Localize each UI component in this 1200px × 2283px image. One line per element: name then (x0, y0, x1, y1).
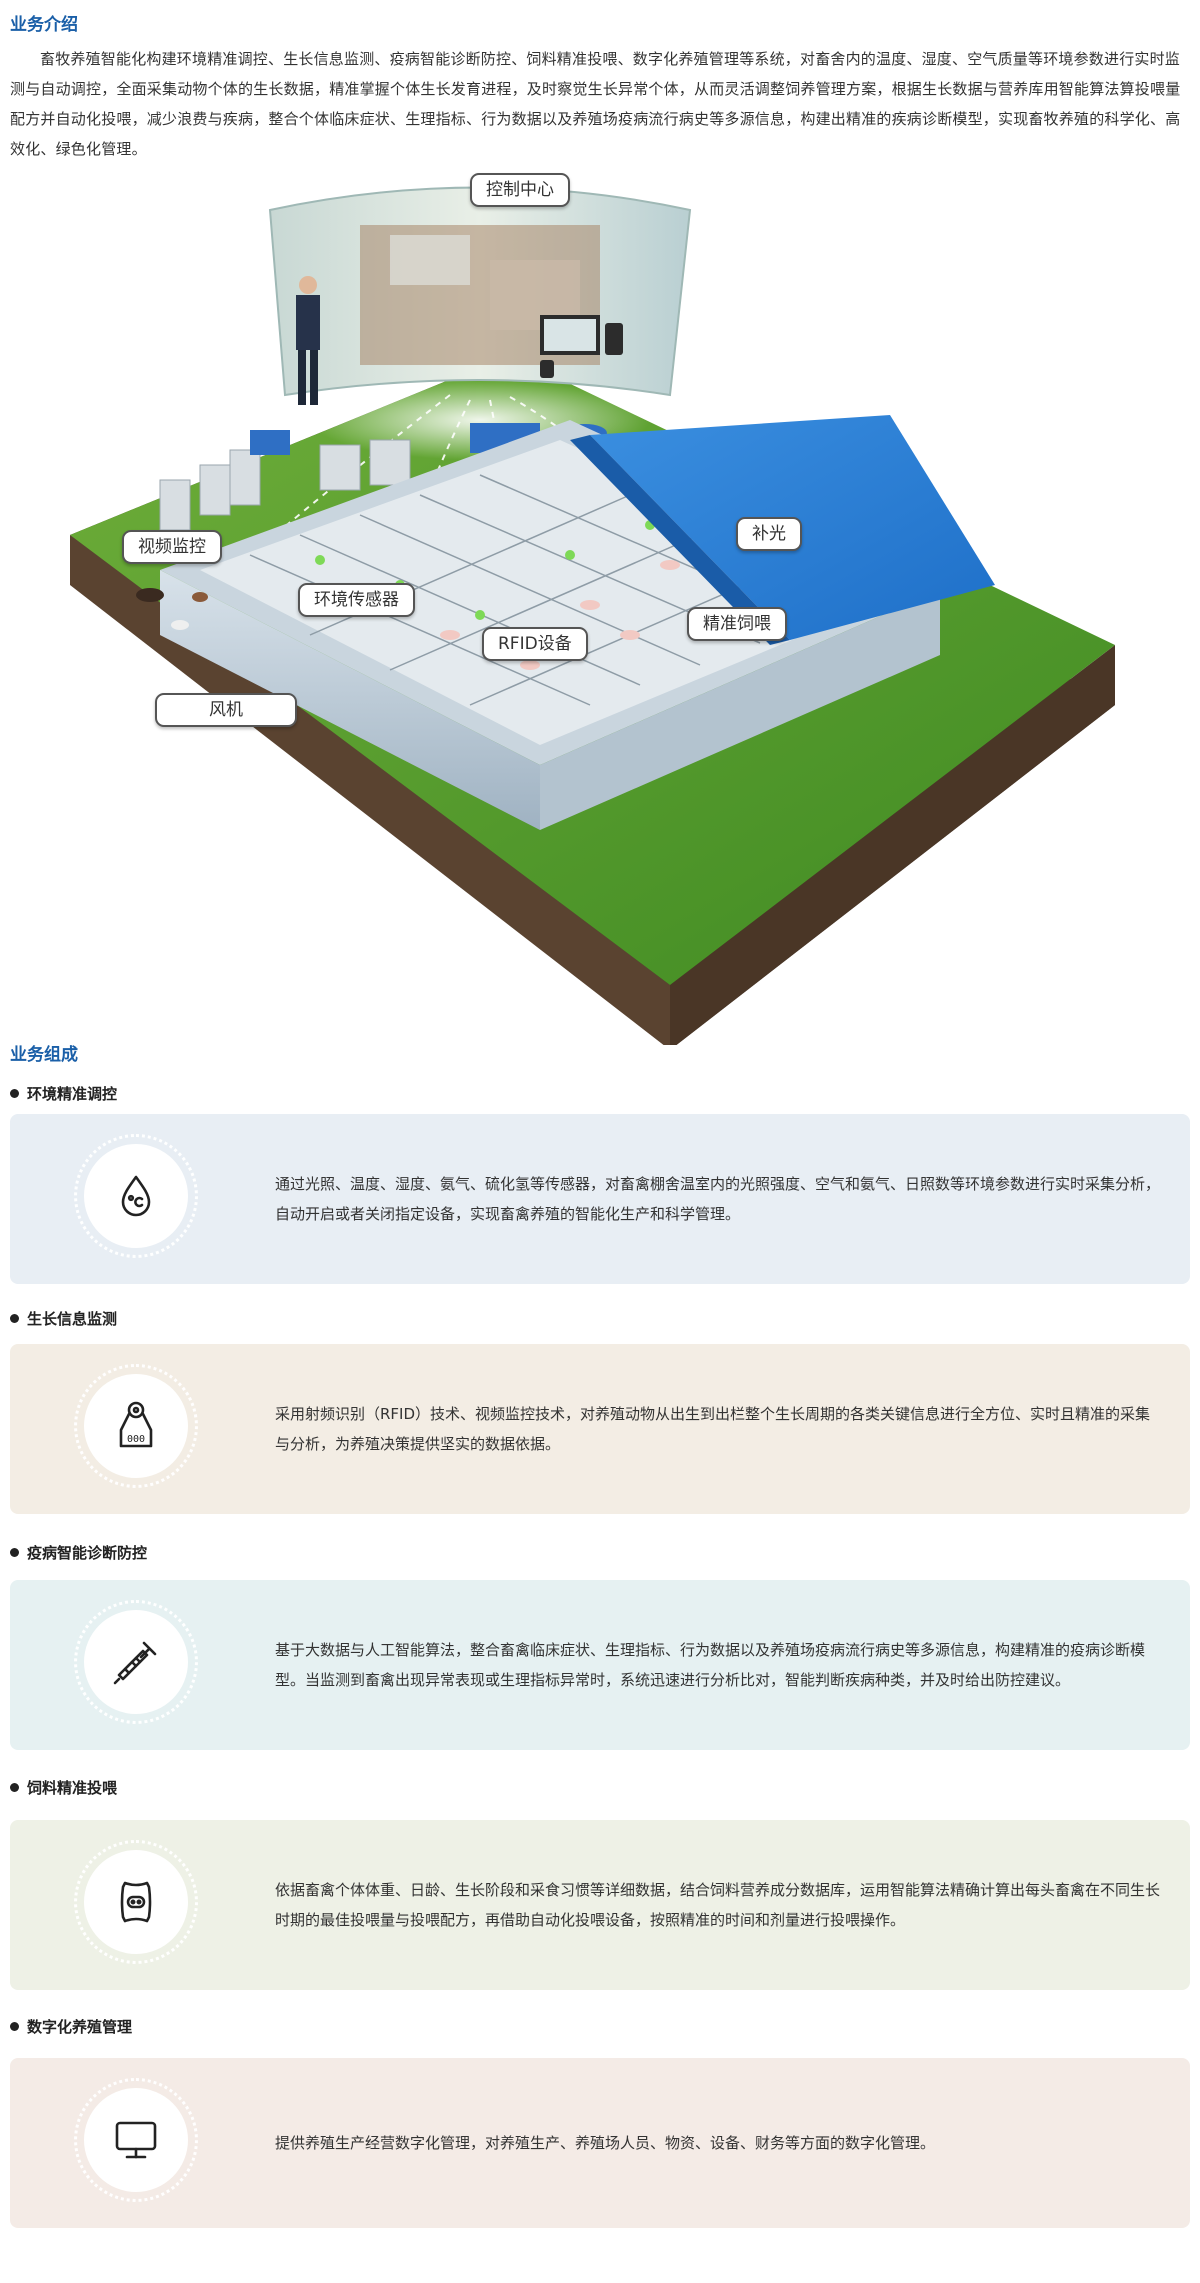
callout-control-center: 控制中心 (470, 173, 570, 207)
component-heading-environment: 环境精准调控 (10, 1083, 117, 1104)
component-heading-digital: 数字化养殖管理 (10, 2016, 132, 2037)
intro-paragraph: 畜牧养殖智能化构建环境精准调控、生长信息监测、疫病智能诊断防控、饲料精准投喂、数… (10, 50, 1181, 158)
callout-video-monitoring: 视频监控 (122, 530, 222, 564)
component-card-growth: 000 采用射频识别（RFID）技术、视频监控技术，对养殖动物从出生到出栏整个生… (10, 1344, 1190, 1514)
component-card-environment: 通过光照、温度、湿度、氨气、硫化氢等传感器，对畜禽棚舍温室内的光照强度、空气和氨… (10, 1114, 1190, 1284)
icon-ring (74, 1600, 198, 1724)
component-heading-growth: 生长信息监测 (10, 1308, 117, 1329)
component-heading-feeding: 饲料精准投喂 (10, 1777, 117, 1798)
bullet-dot (10, 1314, 19, 1323)
component-card-digital: 提供养殖生产经营数字化管理，对养殖生产、养殖场人员、物资、设备、财务等方面的数字… (10, 2058, 1190, 2228)
icon-ring (74, 1840, 198, 1964)
component-card-disease: 基于大数据与人工智能算法，整合畜禽临床症状、生理指标、行为数据以及养殖场疫病流行… (10, 1580, 1190, 1750)
callout-environment-sensor: 环境传感器 (298, 583, 415, 617)
component-heading-label: 数字化养殖管理 (27, 2018, 133, 2036)
components-title: 业务组成 (10, 1045, 78, 1065)
component-heading-label: 饲料精准投喂 (27, 1779, 118, 1797)
farm-illustration: 控制中心 视频监控 环境传感器 RFID设备 精准饲喂 补光 风机 (70, 165, 1130, 1045)
component-heading-disease: 疫病智能诊断防控 (10, 1542, 147, 1563)
icon-ring (74, 2078, 198, 2202)
ear-tag-text: 000 (127, 1434, 145, 1445)
bullet-dot (10, 1548, 19, 1557)
component-description: 依据畜禽个体体重、日龄、生长阶段和采食习惯等详细数据，结合饲料营养成分数据库，运… (275, 1881, 1161, 1929)
bullet-dot (10, 2022, 19, 2031)
icon-ring (74, 1364, 198, 1488)
component-description: 采用射频识别（RFID）技术、视频监控技术，对养殖动物从出生到出栏整个生长周期的… (275, 1405, 1151, 1453)
component-description: 通过光照、温度、湿度、氨气、硫化氢等传感器，对畜禽棚舍温室内的光照强度、空气和氨… (275, 1175, 1161, 1223)
callout-supplemental-light: 补光 (736, 517, 802, 551)
component-card-feeding: 依据畜禽个体体重、日龄、生长阶段和采食习惯等详细数据，结合饲料营养成分数据库，运… (10, 1820, 1190, 1990)
icon-ring (74, 1134, 198, 1258)
bullet-dot (10, 1783, 19, 1792)
intro-title: 业务介绍 (10, 15, 78, 35)
callout-precision-feeding: 精准饲喂 (687, 607, 787, 641)
ear-tag-icon: 000 (84, 1374, 188, 1478)
farm-scene-graphic (70, 186, 1115, 1045)
component-description: 提供养殖生产经营数字化管理，对养殖生产、养殖场人员、物资、设备、财务等方面的数字… (275, 2134, 936, 2152)
bullet-dot (10, 1089, 19, 1098)
component-heading-label: 环境精准调控 (27, 1085, 118, 1103)
component-description: 基于大数据与人工智能算法，整合畜禽临床症状、生理指标、行为数据以及养殖场疫病流行… (275, 1641, 1146, 1689)
temperature-drop-icon (84, 1144, 188, 1248)
feed-bag-icon (84, 1850, 188, 1954)
callout-rfid-device: RFID设备 (482, 627, 588, 661)
callout-fan: 风机 (155, 693, 297, 727)
monitor-icon (84, 2088, 188, 2192)
component-heading-label: 生长信息监测 (27, 1310, 118, 1328)
syringe-icon (84, 1610, 188, 1714)
component-heading-label: 疫病智能诊断防控 (27, 1544, 148, 1562)
